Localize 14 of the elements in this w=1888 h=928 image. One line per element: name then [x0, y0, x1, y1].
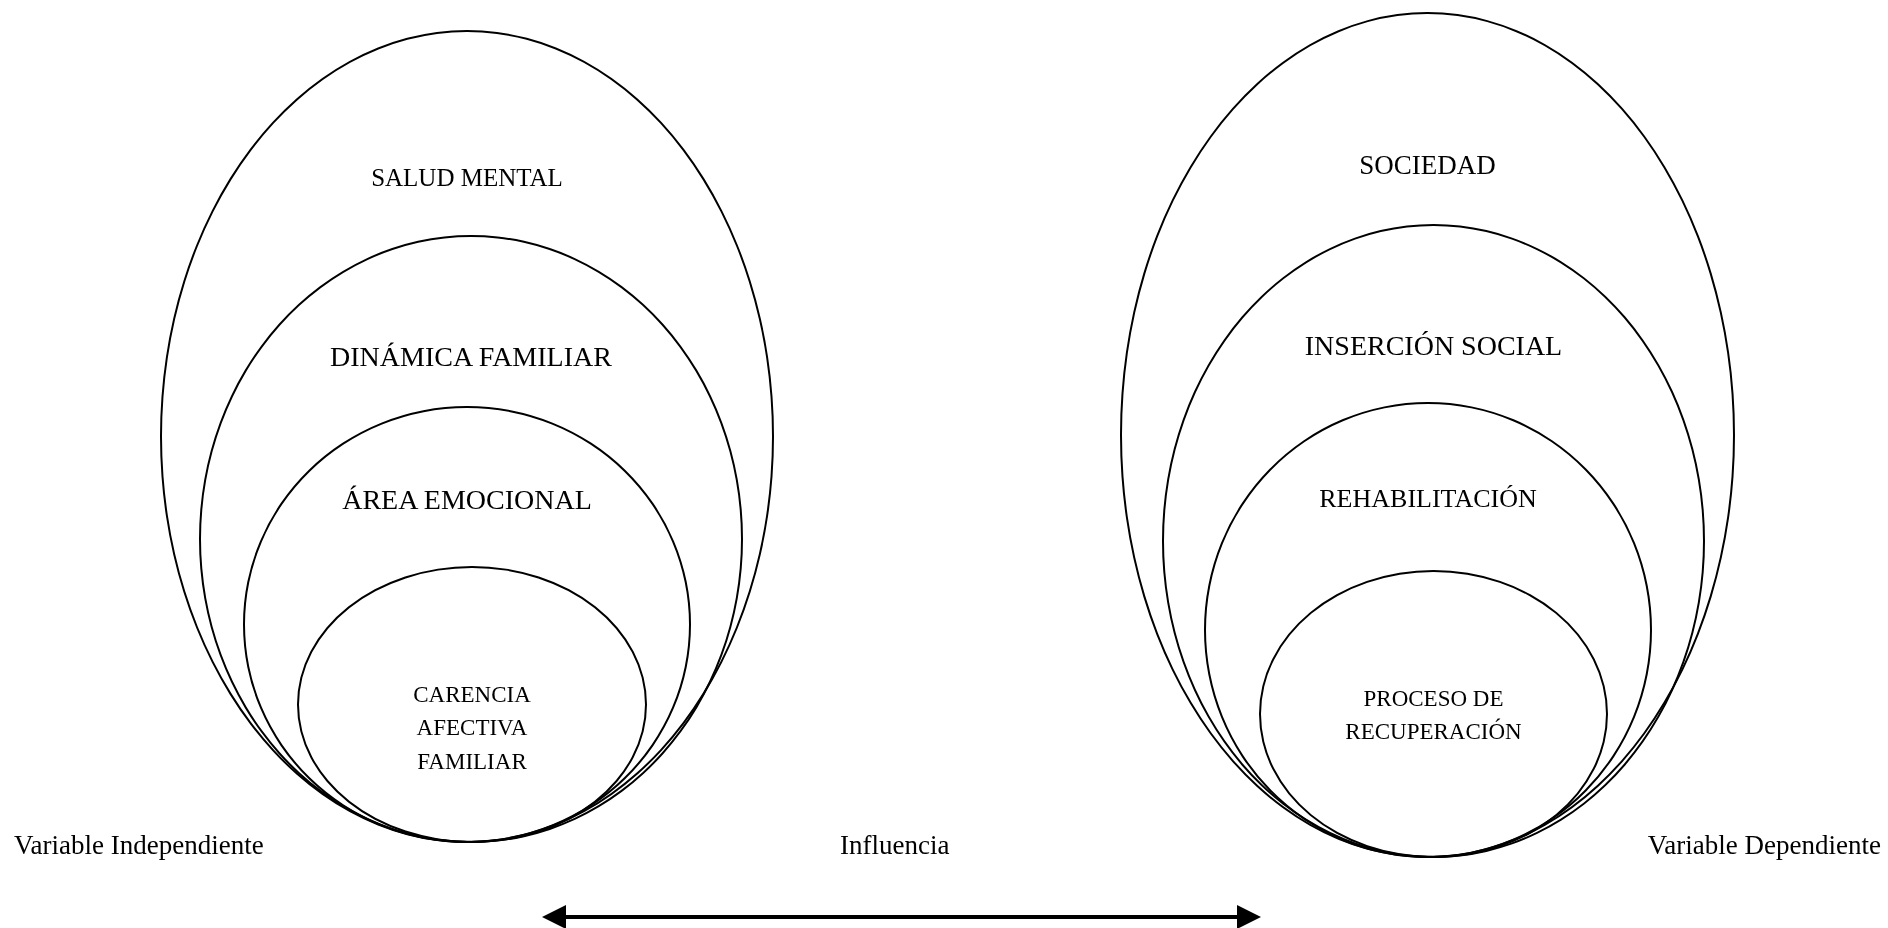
ellipse-label: DINÁMICA FAMILIAR [330, 340, 612, 374]
ellipse-label: ÁREA EMOCIONAL [342, 483, 592, 517]
variable-label: Variable Independiente [14, 830, 264, 861]
arrow-caption: Influencia [840, 830, 950, 861]
ellipse-label: PROCESO DE RECUPERACIÓN [1344, 685, 1523, 747]
ellipse-label: CARENCIA AFECTIVA FAMILIAR [412, 681, 532, 776]
ellipse-label: SOCIEDAD [1359, 149, 1496, 182]
nested-ellipse [1120, 12, 1735, 858]
variable-label: Variable Dependiente [1647, 830, 1881, 861]
ellipse-label: REHABILITACIÓN [1319, 483, 1537, 515]
ellipse-label: INSERCIÓN SOCIAL [1304, 329, 1563, 363]
nested-ellipse [297, 566, 647, 843]
ellipse-label: SALUD MENTAL [371, 163, 563, 193]
nested-ellipse [1259, 570, 1608, 858]
